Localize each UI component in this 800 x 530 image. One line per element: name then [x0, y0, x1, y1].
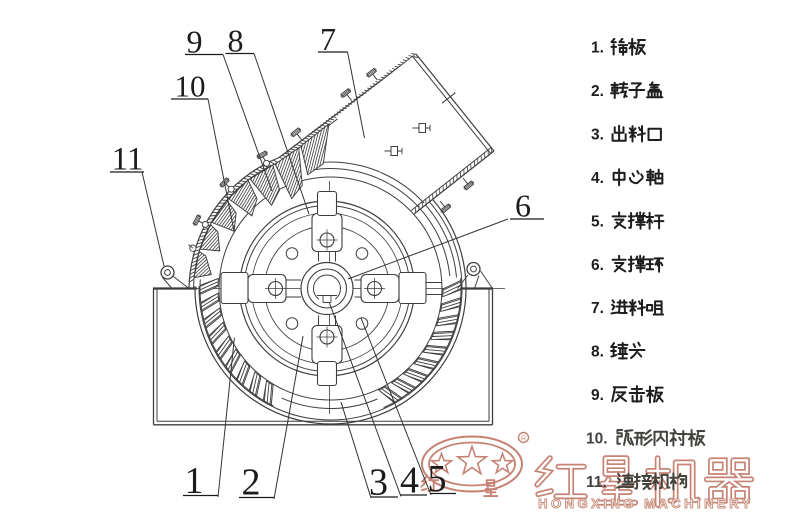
- svg-text:11.: 11.: [586, 474, 607, 491]
- svg-text:3: 3: [369, 462, 388, 504]
- svg-text:8: 8: [228, 23, 244, 59]
- svg-text:6: 6: [515, 188, 531, 224]
- svg-text:10: 10: [175, 69, 206, 104]
- svg-text:7.: 7.: [591, 300, 604, 317]
- svg-text:4: 4: [400, 460, 419, 502]
- svg-text:5: 5: [428, 458, 447, 500]
- svg-text:5.: 5.: [591, 213, 604, 230]
- svg-text:8.: 8.: [591, 344, 604, 361]
- svg-text:1: 1: [185, 460, 204, 502]
- svg-text:9.: 9.: [591, 387, 604, 404]
- svg-text:1.: 1.: [591, 40, 604, 57]
- svg-text:R: R: [521, 435, 526, 442]
- svg-text:3.: 3.: [591, 126, 604, 143]
- svg-text:HONGXING MACHINERY: HONGXING MACHINERY: [538, 496, 754, 511]
- svg-text:2: 2: [242, 462, 261, 504]
- svg-text:7: 7: [320, 21, 336, 57]
- svg-text:2.: 2.: [591, 83, 604, 100]
- svg-text:9: 9: [187, 24, 203, 60]
- svg-text:4.: 4.: [591, 170, 604, 187]
- svg-text:6.: 6.: [591, 257, 604, 274]
- svg-text:10.: 10.: [586, 431, 608, 448]
